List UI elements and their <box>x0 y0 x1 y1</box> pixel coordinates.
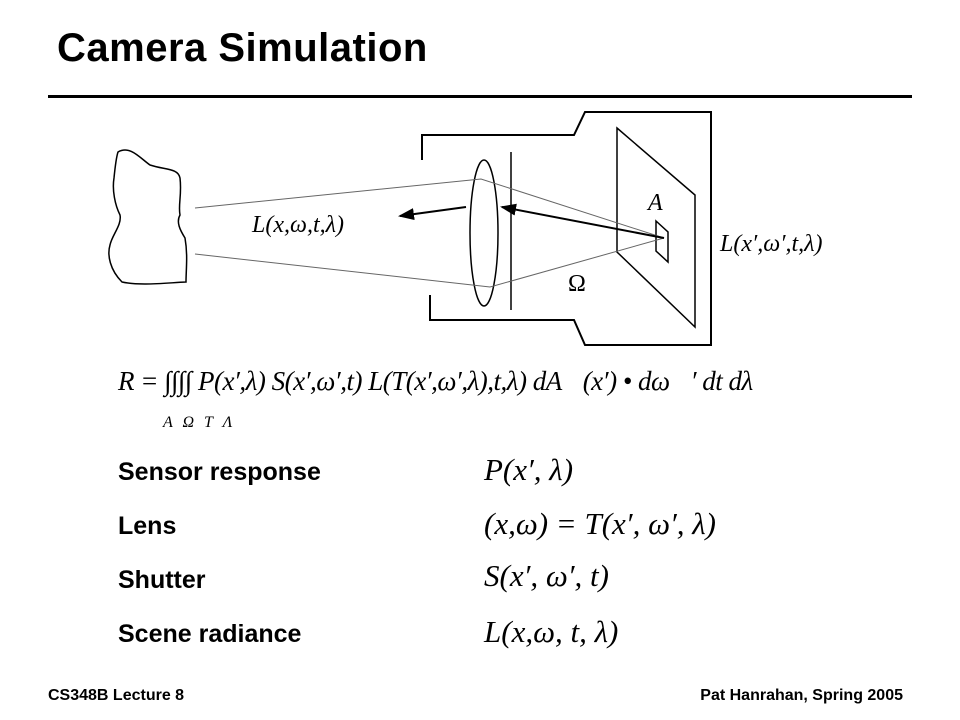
sensor-radiance-label: L(x′,ω′,t,λ) <box>720 231 823 257</box>
term-formula-sensor: P(x′, λ) <box>484 452 574 487</box>
film-plane <box>616 126 696 329</box>
outgoing-ray-arrow <box>398 206 467 221</box>
term-formula-lens: (x,ω) = T(x′, ω′, λ) <box>484 506 716 541</box>
scene-radiance-label: L(x,ω,t,λ) <box>252 212 344 238</box>
term-formula-shutter: S(x′, ω′, t) <box>484 558 609 593</box>
term-formula-scene: L(x,ω, t, λ) <box>484 614 619 649</box>
title-divider <box>48 95 912 98</box>
sensor-patch <box>655 219 669 264</box>
camera-body <box>421 111 712 346</box>
lens <box>469 159 499 307</box>
footer-course: CS348B Lecture 8 <box>48 687 185 704</box>
rays <box>194 178 665 288</box>
footer-author: Pat Hanrahan, Spring 2005 <box>700 687 903 704</box>
term-label-scene: Scene radiance <box>118 620 302 648</box>
rendering-equation: R = ∫∫∫∫ P(x′,λ) S(x′,ω′,t) L(T(x′,ω′,λ)… <box>118 366 753 396</box>
term-label-shutter: Shutter <box>118 566 206 594</box>
incoming-ray-arrow <box>500 203 665 239</box>
term-label-sensor: Sensor response <box>118 458 321 486</box>
integral-limits: A Ω T Λ <box>163 414 236 431</box>
term-label-lens: Lens <box>118 512 177 540</box>
sensor-area-label: A <box>648 190 663 216</box>
slide-title: Camera Simulation <box>57 26 428 70</box>
solid-angle-label: Ω <box>568 271 586 297</box>
scene-object <box>108 149 188 285</box>
